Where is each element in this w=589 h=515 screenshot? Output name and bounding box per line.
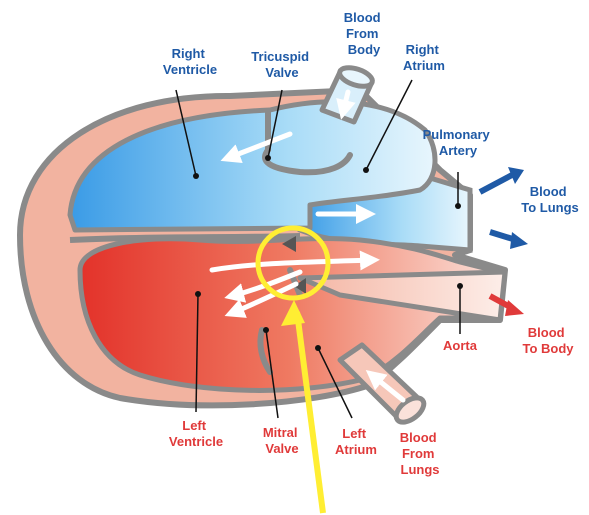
label-tricuspid-valve: Tricuspid Valve [251, 49, 312, 80]
label-blood-to-lungs: Blood To Lungs [521, 184, 579, 215]
label-blood-to-body: Blood To Body [522, 325, 574, 356]
label-blood-from-body: Blood From Body [344, 10, 384, 57]
label-mitral-valve: Mitral Valve [263, 425, 301, 456]
label-left-ventricle: Left Ventricle [169, 418, 223, 449]
label-right-ventricle: Right Ventricle [163, 46, 217, 77]
label-aorta: Aorta [443, 338, 478, 353]
label-blood-from-lungs: Blood From Lungs [400, 430, 440, 477]
label-right-atrium: Right Atrium [403, 42, 445, 73]
label-left-atrium: Left Atrium [335, 426, 377, 457]
